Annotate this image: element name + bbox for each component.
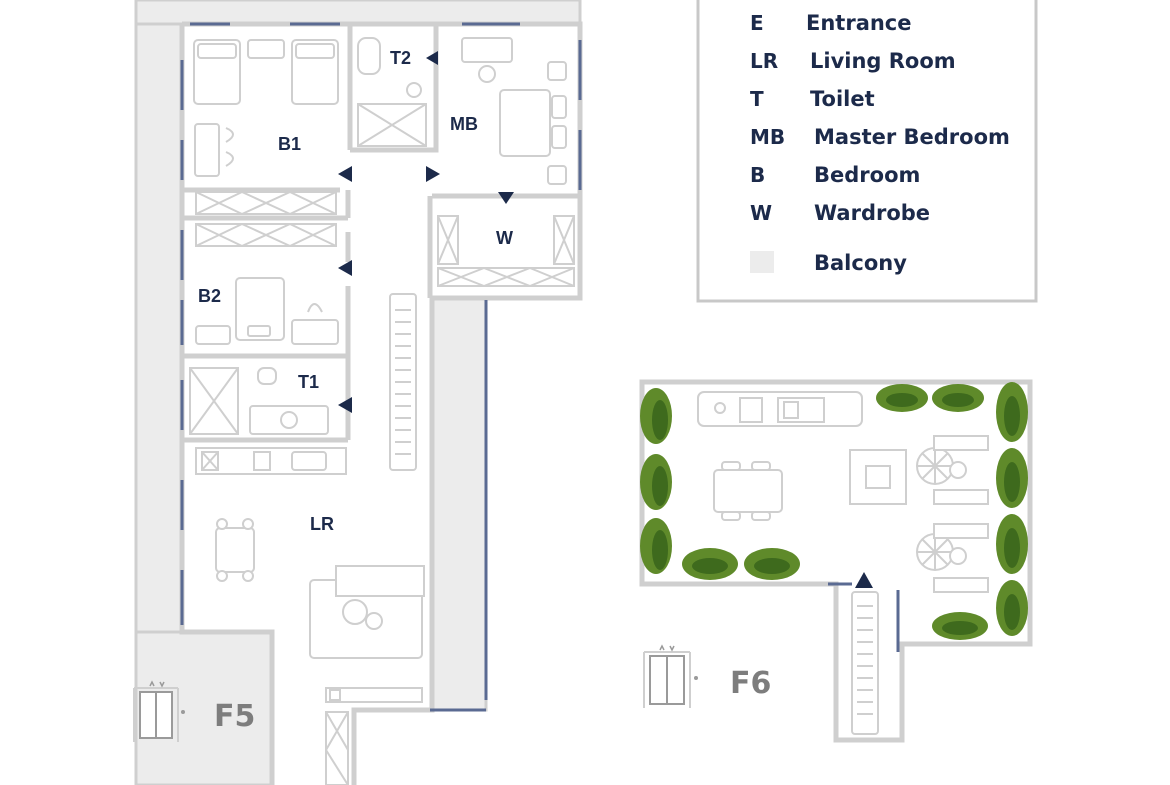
room-label-lr: LR: [310, 514, 334, 534]
door-arrow-w: [498, 192, 514, 204]
legend-balcony-swatch: [750, 251, 774, 273]
f6-loungers: [916, 435, 989, 593]
legend-code: B: [750, 163, 765, 187]
door-arrow-t2: [426, 51, 438, 65]
door-arrows: [338, 51, 873, 588]
w-furniture: [437, 215, 575, 287]
balcony-top: [134, 0, 582, 26]
room-label-mb: MB: [450, 114, 478, 134]
mb-furniture: [461, 37, 567, 185]
room-label-b2: B2: [198, 286, 221, 306]
legend-box: [696, 0, 1038, 303]
floor-f6-plan: [639, 379, 1033, 743]
legend-name: Master Bedroom: [814, 125, 1010, 149]
legend-name: Bedroom: [814, 163, 920, 187]
legend-code: MB: [750, 125, 785, 149]
f6-planter-inner: [865, 465, 891, 489]
legend-code: E: [750, 11, 764, 35]
lr-furniture: [215, 518, 425, 659]
entrance-arrow: [855, 572, 873, 588]
entry-cabinet: [325, 687, 423, 785]
door-arrow-b2: [338, 260, 352, 276]
legend-name: Living Room: [810, 49, 956, 73]
f6-dining-table: [713, 461, 783, 521]
legend: E Entrance LR Living Room T Toilet MB Ma…: [696, 0, 1038, 303]
room-label-b1: B1: [278, 134, 301, 154]
f6-outer-wall: [639, 379, 1033, 743]
b2-furniture: [195, 223, 339, 345]
door-arrow-mb: [426, 166, 440, 182]
room-label-t1: T1: [298, 372, 319, 392]
t2-furniture: [357, 37, 427, 147]
door-arrow-t1: [338, 397, 352, 413]
legend-name: Wardrobe: [814, 201, 930, 225]
balcony-corridor: [430, 296, 488, 712]
legend-code: LR: [750, 49, 778, 73]
f6-stair: [851, 591, 879, 735]
legend-name: Entrance: [806, 11, 912, 35]
kitchen-counter: [195, 447, 347, 475]
b1-furniture: [193, 39, 339, 215]
legend-code: W: [750, 201, 772, 225]
elevator-f6-icon: [643, 644, 698, 708]
legend-code: T: [750, 87, 764, 111]
balcony-left: [134, 0, 184, 634]
floor-label-f5: F5: [214, 699, 255, 734]
t1-furniture: [189, 367, 329, 435]
f6-plants: [640, 382, 1028, 640]
room-label-w: W: [496, 228, 513, 248]
legend-name: Toilet: [810, 87, 875, 111]
floor-f5-plan: [133, 0, 583, 785]
elevator-f5-icon: [133, 680, 185, 742]
room-label-t2: T2: [390, 48, 411, 68]
door-arrow-b1: [338, 166, 352, 182]
hall-stair: [389, 293, 417, 471]
legend-name: Balcony: [814, 251, 907, 275]
floor-label-f6: F6: [730, 666, 771, 701]
f6-kitchen: [697, 391, 863, 427]
